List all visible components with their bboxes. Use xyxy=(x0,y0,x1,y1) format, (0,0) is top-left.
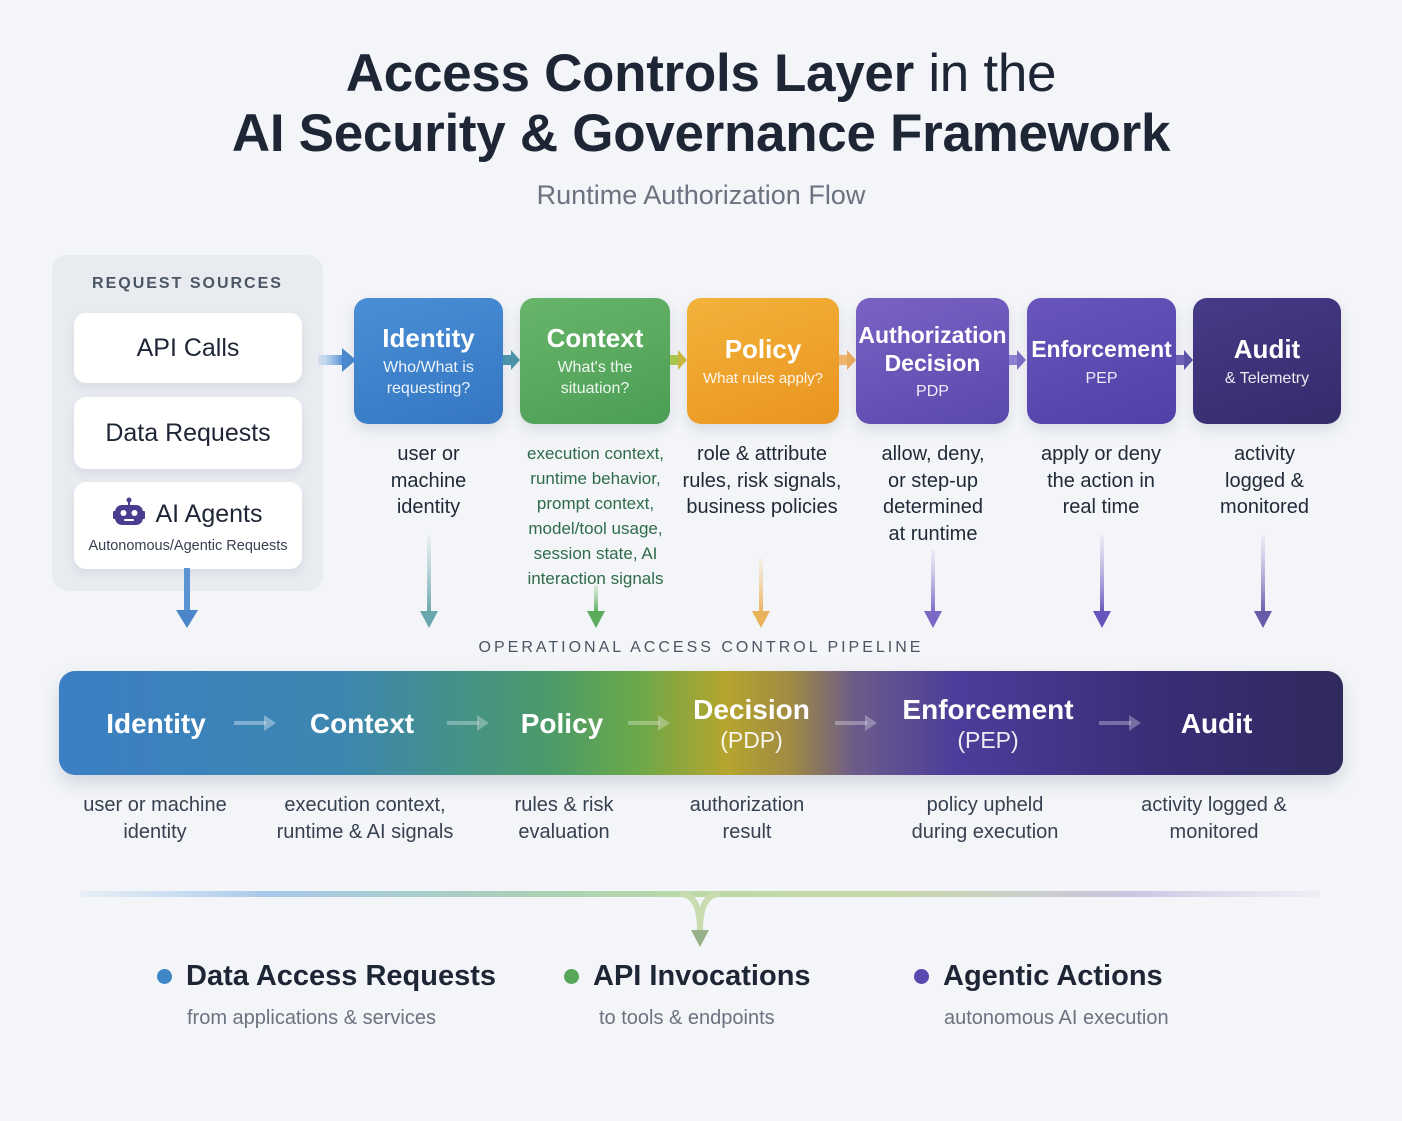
pipeline-step-decision: Decision (PDP) xyxy=(679,671,824,775)
pipeline-description: rules & risk evaluation xyxy=(514,794,614,843)
flow-title: Identity xyxy=(382,323,475,353)
arrow-right-icon xyxy=(447,715,489,731)
pipeline-step-identity: Identity xyxy=(86,671,226,775)
arrow-right-icon xyxy=(670,350,687,370)
title-line1-bold: Access Controls Layer xyxy=(345,44,914,103)
outcome-title: Agentic Actions xyxy=(943,960,1163,992)
flow-box-policy: Policy What rules apply? xyxy=(687,298,839,424)
flow-box-enforcement: Enforcement PEP xyxy=(1027,298,1176,424)
flow-description: execution context, runtime behavior, pro… xyxy=(526,444,665,588)
arrow-down-icon xyxy=(1093,535,1111,628)
arrow-right-icon xyxy=(1009,350,1026,370)
arrow-right-icon xyxy=(1176,350,1193,370)
pipeline-step-policy: Policy xyxy=(502,671,622,775)
arrow-down-icon xyxy=(1254,535,1272,628)
outcome-agentic-actions: Agentic Actions autonomous AI execution xyxy=(914,960,1169,1030)
pipeline-step-sub: (PDP) xyxy=(720,726,783,753)
source-label: API Calls xyxy=(136,333,240,362)
arrow-right-icon xyxy=(839,350,856,370)
source-label: AI Agents xyxy=(155,500,263,528)
flow-box-authorization-decision: Authorization Decision PDP xyxy=(856,298,1009,424)
arrow-right-icon xyxy=(234,715,276,731)
flow-description: apply or deny the action in real time xyxy=(1040,443,1162,518)
flow-title: Audit xyxy=(1233,333,1301,364)
page-subtitle: Runtime Authorization Flow xyxy=(536,180,866,210)
pipeline-step-sub: (PEP) xyxy=(957,726,1019,753)
pipeline-step-title: Audit xyxy=(1180,707,1253,739)
green-dot-icon xyxy=(564,969,579,984)
converge-arrow-icon xyxy=(80,891,1320,947)
arrow-down-icon xyxy=(752,558,770,628)
pipeline-step-title: Decision xyxy=(693,693,810,725)
flow-box-context: Context What's the situation? xyxy=(520,298,670,424)
flow-description: allow, deny, or step-up determined at ru… xyxy=(881,443,985,545)
request-sources-label: REQUEST SOURCES xyxy=(92,275,283,292)
outcome-title: Data Access Requests xyxy=(186,960,497,992)
outcome-sub: to tools & endpoints xyxy=(599,1007,775,1029)
request-sources-panel: REQUEST SOURCES API Calls Data Requests … xyxy=(52,255,323,591)
outcome-sub: from applications & services xyxy=(187,1007,436,1029)
flow-subtitle: & Telemetry xyxy=(1224,369,1310,387)
flow-description: role & attribute rules, risk signals, bu… xyxy=(682,443,842,518)
pipeline-description: user or machine identity xyxy=(83,794,227,843)
outcome-sub: autonomous AI execution xyxy=(944,1007,1169,1029)
source-label: Data Requests xyxy=(105,418,271,447)
arrow-right-icon xyxy=(503,350,520,370)
flow-box-audit: Audit & Telemetry xyxy=(1193,298,1341,424)
pipeline-label: OPERATIONAL ACCESS CONTROL PIPELINE xyxy=(478,639,924,656)
outcome-data-access-requests: Data Access Requests from applications &… xyxy=(157,960,496,1030)
arrow-right-icon xyxy=(318,348,356,372)
source-sublabel: Autonomous/Agentic Requests xyxy=(88,538,288,554)
pipeline-step-title: Enforcement xyxy=(902,693,1074,725)
page-title: Access Controls Layer in the AI Security… xyxy=(0,44,1402,164)
arrow-down-icon xyxy=(587,585,605,628)
flow-subtitle: What's the situation? xyxy=(557,359,633,397)
pipeline-description: authorization result xyxy=(689,794,805,843)
pipeline-description: policy upheld during execution xyxy=(911,794,1059,843)
outcome-api-invocations: API Invocations to tools & endpoints xyxy=(564,960,811,1030)
pipeline-description: activity logged & monitored xyxy=(1141,794,1287,843)
pipeline-step-audit: Audit xyxy=(1159,671,1274,775)
arrow-down-icon xyxy=(420,535,438,628)
flow-subtitle: Who/What is requesting? xyxy=(383,359,474,397)
flow-box-identity: Identity Who/What is requesting? xyxy=(354,298,503,424)
pipeline-bar: Identity Context Policy Decision (PDP) E… xyxy=(59,671,1343,775)
outcome-title: API Invocations xyxy=(593,960,811,992)
pipeline-step-title: Policy xyxy=(520,707,604,739)
flow-description: user or machine identity xyxy=(390,443,467,518)
flow-subtitle: PEP xyxy=(1085,369,1118,387)
flow-title: Enforcement xyxy=(1031,335,1172,362)
source-ai-agents: AI Agents Autonomous/Agentic Requests xyxy=(74,482,302,569)
robot-icon xyxy=(113,497,146,532)
pipeline-step-enforcement: Enforcement (PEP) xyxy=(893,671,1083,775)
arrow-right-icon xyxy=(628,715,670,731)
arrow-right-icon xyxy=(1099,715,1141,731)
source-data-requests: Data Requests xyxy=(74,397,302,469)
pipeline-description: execution context, runtime & AI signals xyxy=(276,794,454,843)
flow-title: Policy xyxy=(724,333,802,364)
title-line1-light: in the xyxy=(913,44,1057,103)
pipeline-step-context: Context xyxy=(287,671,437,775)
arrow-down-icon xyxy=(924,550,942,628)
arrow-right-icon xyxy=(835,715,877,731)
flow-description: activity logged & monitored xyxy=(1220,443,1309,518)
flow-subtitle: What rules apply? xyxy=(702,369,824,387)
arrow-down-icon xyxy=(176,568,198,628)
flow-subtitle: PDP xyxy=(916,382,949,400)
source-api-calls: API Calls xyxy=(74,313,302,383)
pipeline-step-title: Identity xyxy=(106,707,206,739)
flow-title: Context xyxy=(546,323,644,353)
title-line2: AI Security & Governance Framework xyxy=(231,104,1171,163)
flow-title: Authorization Decision xyxy=(858,321,1007,376)
blue-dot-icon xyxy=(157,969,172,984)
purple-dot-icon xyxy=(914,969,929,984)
pipeline-step-title: Context xyxy=(309,707,415,739)
